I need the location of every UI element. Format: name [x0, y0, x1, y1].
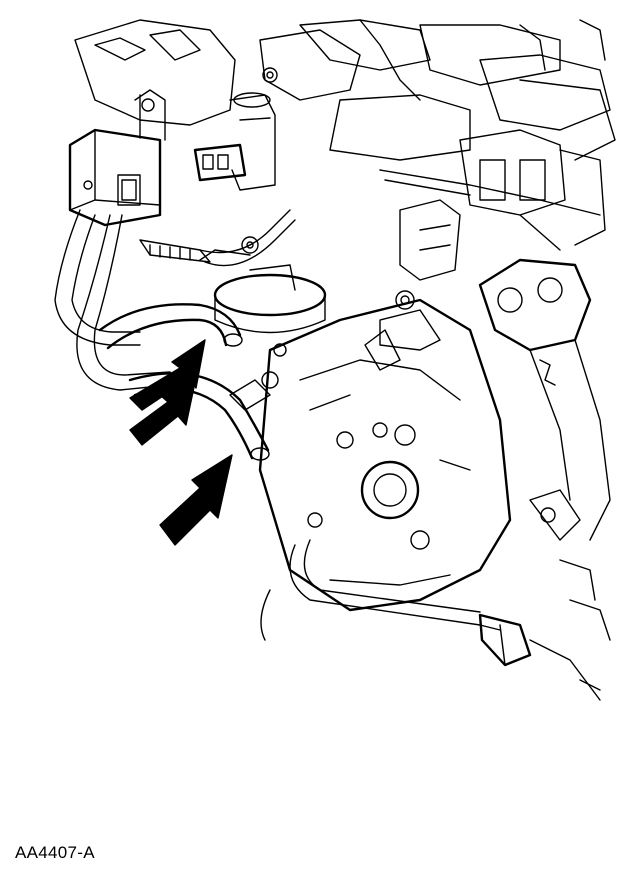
pulley-area — [529, 489, 596, 601]
upper-intake-manifold — [74, 19, 616, 161]
callout-arrow-middle — [129, 367, 199, 446]
vacuum-hoses — [54, 209, 296, 461]
callout-arrow-bottom — [159, 454, 233, 546]
engine-block — [258, 290, 512, 612]
callout-arrow-top — [129, 339, 206, 411]
electrical-connector — [193, 92, 276, 191]
coolant-tube — [260, 539, 611, 701]
valve-train-area — [379, 129, 606, 281]
egr-valve — [199, 236, 327, 334]
vacuum-solenoid — [68, 89, 166, 227]
accessory-bracket — [478, 258, 611, 541]
figure-id-label: AA4407-A — [15, 843, 95, 862]
